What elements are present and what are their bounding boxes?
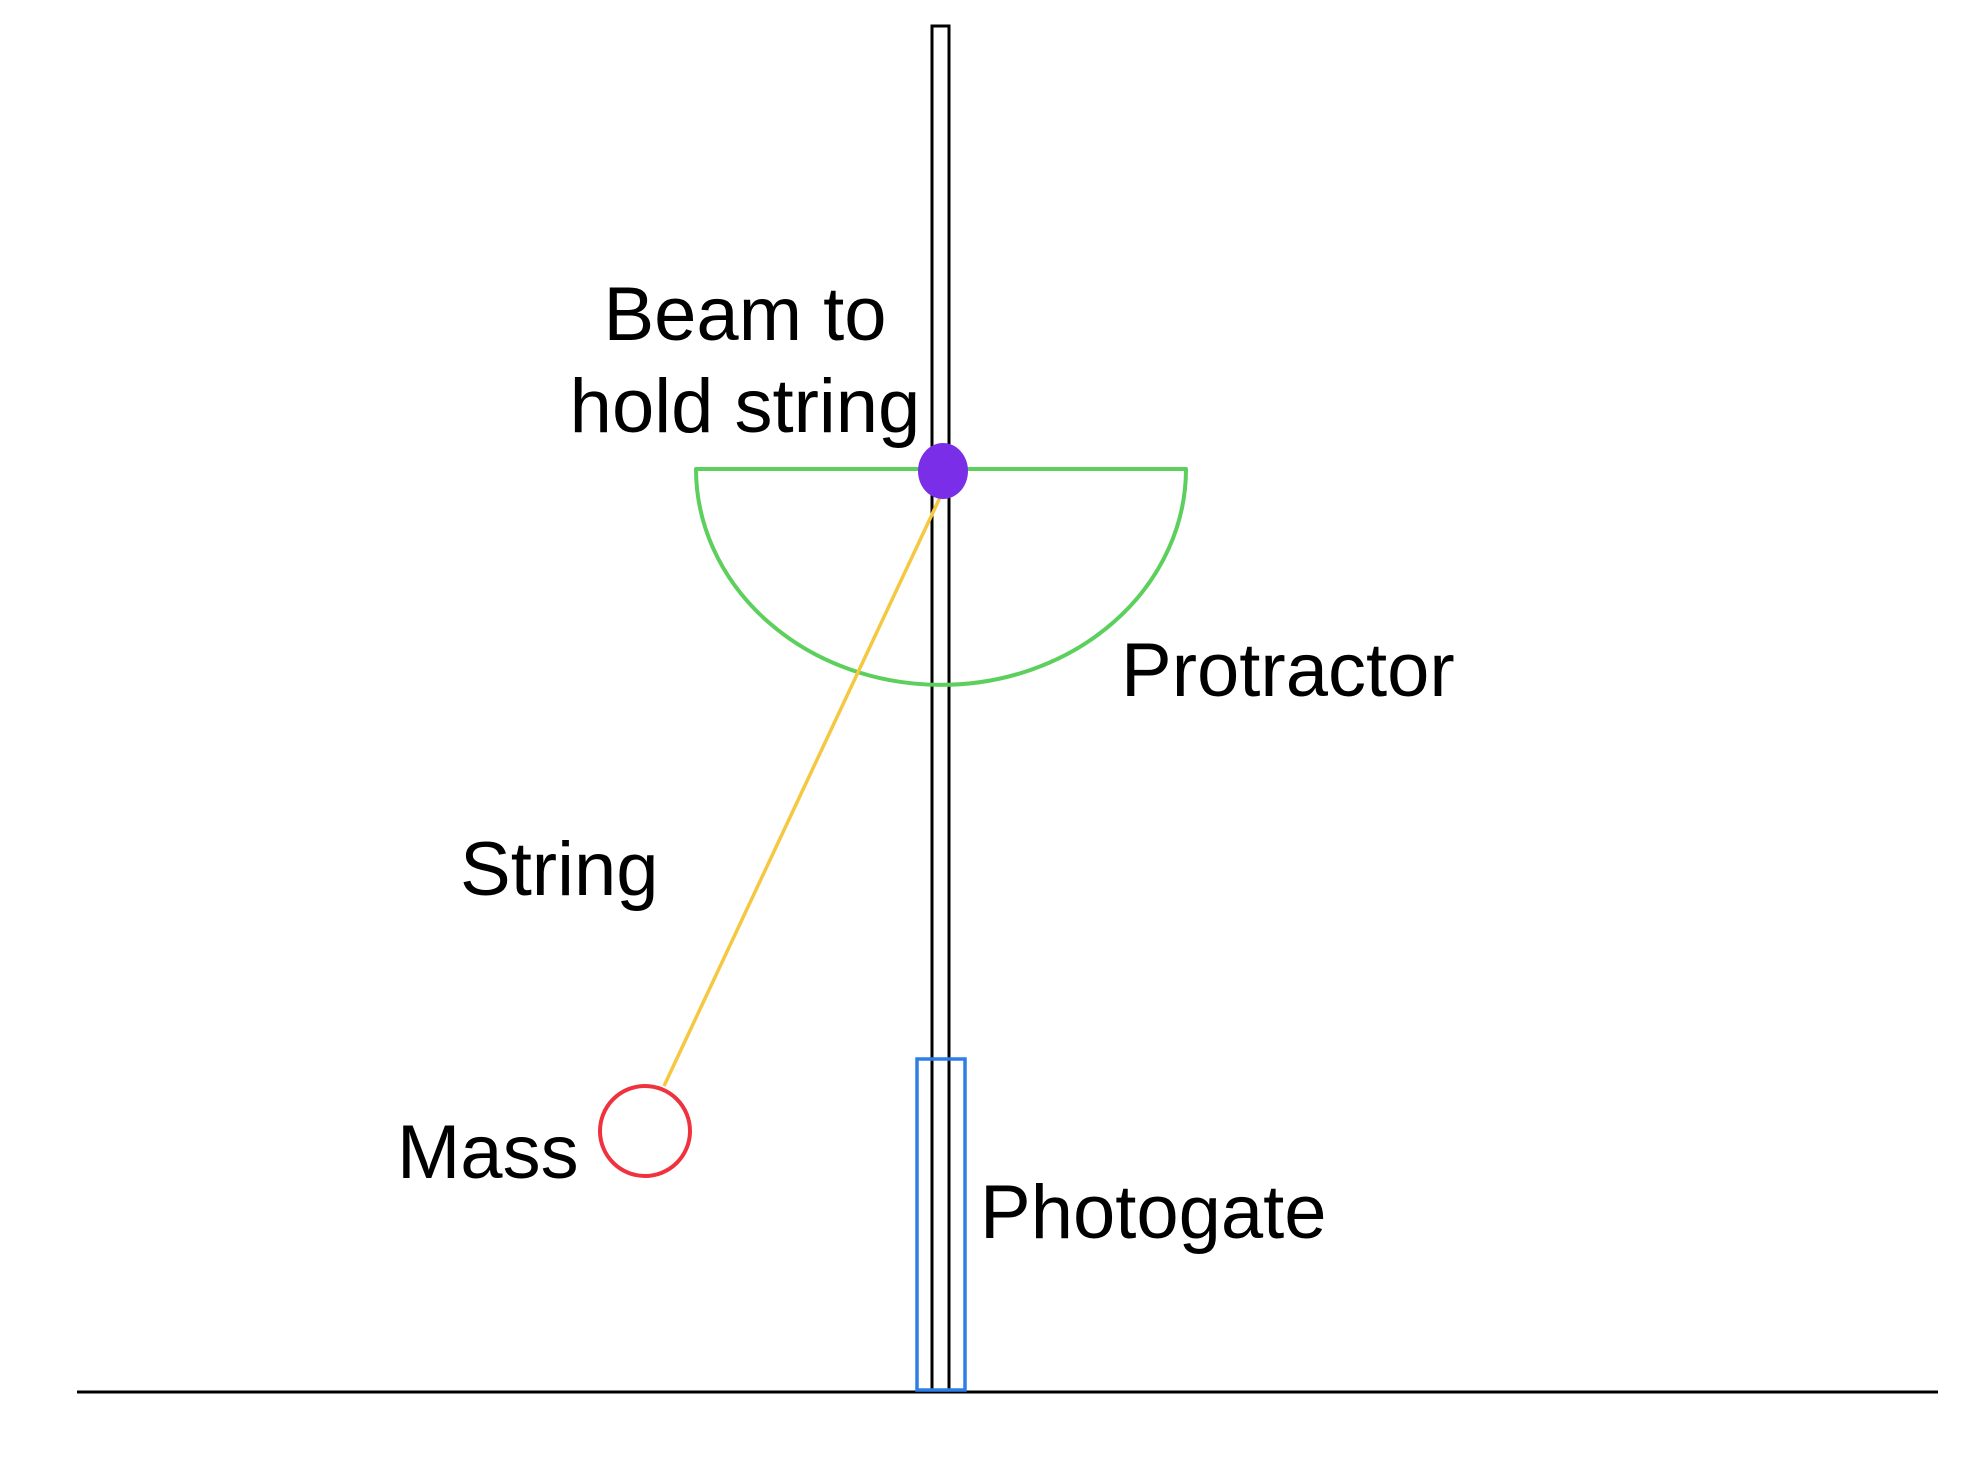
string-label: String: [460, 827, 659, 912]
mass-label: Mass: [397, 1110, 579, 1195]
protractor: [694, 467, 1188, 687]
beam-label-line2: hold string: [570, 364, 921, 449]
string: [662, 490, 945, 1087]
vertical-beam: [930, 24, 951, 1394]
beam-label-line1: Beam to: [603, 272, 886, 357]
pivot-point: [918, 443, 968, 499]
photogate-label: Photogate: [980, 1170, 1327, 1255]
mass: [598, 1084, 692, 1178]
photogate: [915, 1057, 967, 1392]
protractor-label: Protractor: [1121, 628, 1455, 713]
